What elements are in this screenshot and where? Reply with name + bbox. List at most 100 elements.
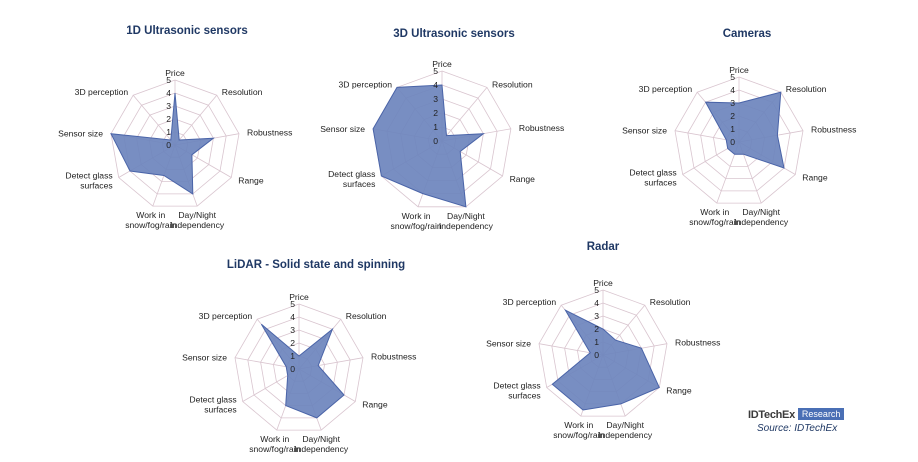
tick-label: 4 bbox=[594, 298, 599, 308]
grid-ring bbox=[247, 316, 351, 419]
category-label: Sensor size bbox=[486, 339, 531, 349]
chart-title: LiDAR - Solid state and spinning bbox=[227, 259, 405, 271]
tick-label: 5 bbox=[166, 75, 171, 85]
grid-ring bbox=[123, 92, 227, 195]
tick-label: 5 bbox=[594, 285, 599, 295]
tick-label: 5 bbox=[433, 66, 438, 76]
grid-ring bbox=[687, 89, 791, 192]
tick-label: 4 bbox=[166, 88, 171, 98]
category-label: Resolution bbox=[786, 84, 827, 94]
radar-chart-2: 0 1 2 3 4 5PriceResolutionRobustnessRangeDay/… bbox=[320, 28, 564, 231]
tick-label: 0 bbox=[290, 364, 295, 374]
category-label: Price bbox=[593, 278, 613, 288]
grid-ring bbox=[674, 76, 804, 204]
tick-label: 2 bbox=[433, 108, 438, 118]
logo-badge: Research bbox=[797, 408, 845, 420]
tick-label: 1 bbox=[594, 337, 599, 347]
category-label: Resolution bbox=[222, 87, 263, 97]
category-label: 3D perception bbox=[75, 87, 129, 97]
category-label: 3D perception bbox=[199, 311, 253, 321]
category-label: Resolution bbox=[346, 311, 387, 321]
tick-label: 2 bbox=[730, 111, 735, 121]
grid-ring bbox=[234, 303, 364, 431]
tick-label: 0 bbox=[166, 140, 171, 150]
tick-label: 5 bbox=[290, 299, 295, 309]
grid-spoke bbox=[441, 87, 488, 142]
category-label: Resolution bbox=[650, 297, 691, 307]
tick-label: 4 bbox=[730, 85, 735, 95]
category-label: Range bbox=[666, 386, 692, 396]
category-label: Price bbox=[432, 59, 452, 69]
category-label: Resolution bbox=[492, 79, 533, 89]
category-label: 3D perception bbox=[503, 297, 557, 307]
category-label: Range bbox=[362, 400, 388, 410]
category-label: Robustness bbox=[675, 338, 720, 348]
chart-title: 1D Ultrasonic sensors bbox=[126, 25, 247, 37]
category-label: Range bbox=[238, 176, 264, 186]
tick-label: 2 bbox=[290, 338, 295, 348]
grid-spoke bbox=[174, 94, 218, 146]
category-label: 3D perception bbox=[338, 79, 392, 89]
data-area bbox=[372, 84, 485, 208]
data-area bbox=[110, 92, 215, 195]
tick-label: 1 bbox=[290, 351, 295, 361]
category-label: Sensor size bbox=[182, 353, 227, 363]
tick-label: 3 bbox=[730, 98, 735, 108]
category-label: Robustness bbox=[247, 128, 292, 138]
category-label: Sensor size bbox=[320, 124, 365, 134]
category-label: Robustness bbox=[371, 352, 416, 362]
tick-label: 4 bbox=[433, 80, 438, 90]
radar-chart-3: 012345PriceResolutionRobustnessRangeDay/… bbox=[622, 28, 856, 227]
category-label: Sensor size bbox=[622, 126, 667, 136]
source-note: Source: IDTechEx bbox=[757, 423, 838, 434]
category-label: Sensor size bbox=[58, 129, 103, 139]
data-area bbox=[551, 309, 660, 411]
tick-label: 2 bbox=[166, 114, 171, 124]
grid-ring bbox=[110, 79, 240, 207]
tick-label: 3 bbox=[166, 101, 171, 111]
data-area bbox=[260, 323, 345, 419]
tick-label: 3 bbox=[290, 325, 295, 335]
chart-title: Cameras bbox=[723, 28, 772, 40]
tick-label: 4 bbox=[290, 312, 295, 322]
tick-label: 0 bbox=[433, 136, 438, 146]
logo-text: IDTechEx bbox=[748, 409, 795, 421]
tick-label: 0 bbox=[730, 137, 735, 147]
radar-chart-1: 0 1 2 3 4 5PriceResolutionRobustnessRangeDay/… bbox=[58, 25, 292, 230]
category-label: Price bbox=[729, 65, 749, 75]
tick-label: 3 bbox=[594, 311, 599, 321]
radar-chart-4: 0 1 2 3 4 5PriceResolutionRobustnessRangeDay/… bbox=[182, 259, 416, 454]
tick-label: 5 bbox=[730, 72, 735, 82]
tick-label: 1 bbox=[730, 124, 735, 134]
category-label: 3D perception bbox=[639, 84, 693, 94]
radar-chart-5: 012345PriceResolutionRobustnessRangeDay/… bbox=[486, 241, 720, 440]
category-label: Price bbox=[165, 68, 185, 78]
tick-label: 3 bbox=[433, 94, 438, 104]
tick-label: 1 bbox=[433, 122, 438, 132]
category-label: Range bbox=[802, 173, 828, 183]
chart-title: Radar bbox=[587, 241, 620, 253]
category-label: Price bbox=[289, 292, 309, 302]
tick-label: 2 bbox=[594, 324, 599, 334]
grid-spoke bbox=[132, 94, 176, 146]
data-area bbox=[704, 91, 785, 169]
category-label: Range bbox=[510, 174, 536, 184]
tick-label: 1 bbox=[166, 127, 171, 137]
chart-title: 3D Ultrasonic sensors bbox=[393, 28, 514, 40]
category-label: Robustness bbox=[519, 123, 564, 133]
